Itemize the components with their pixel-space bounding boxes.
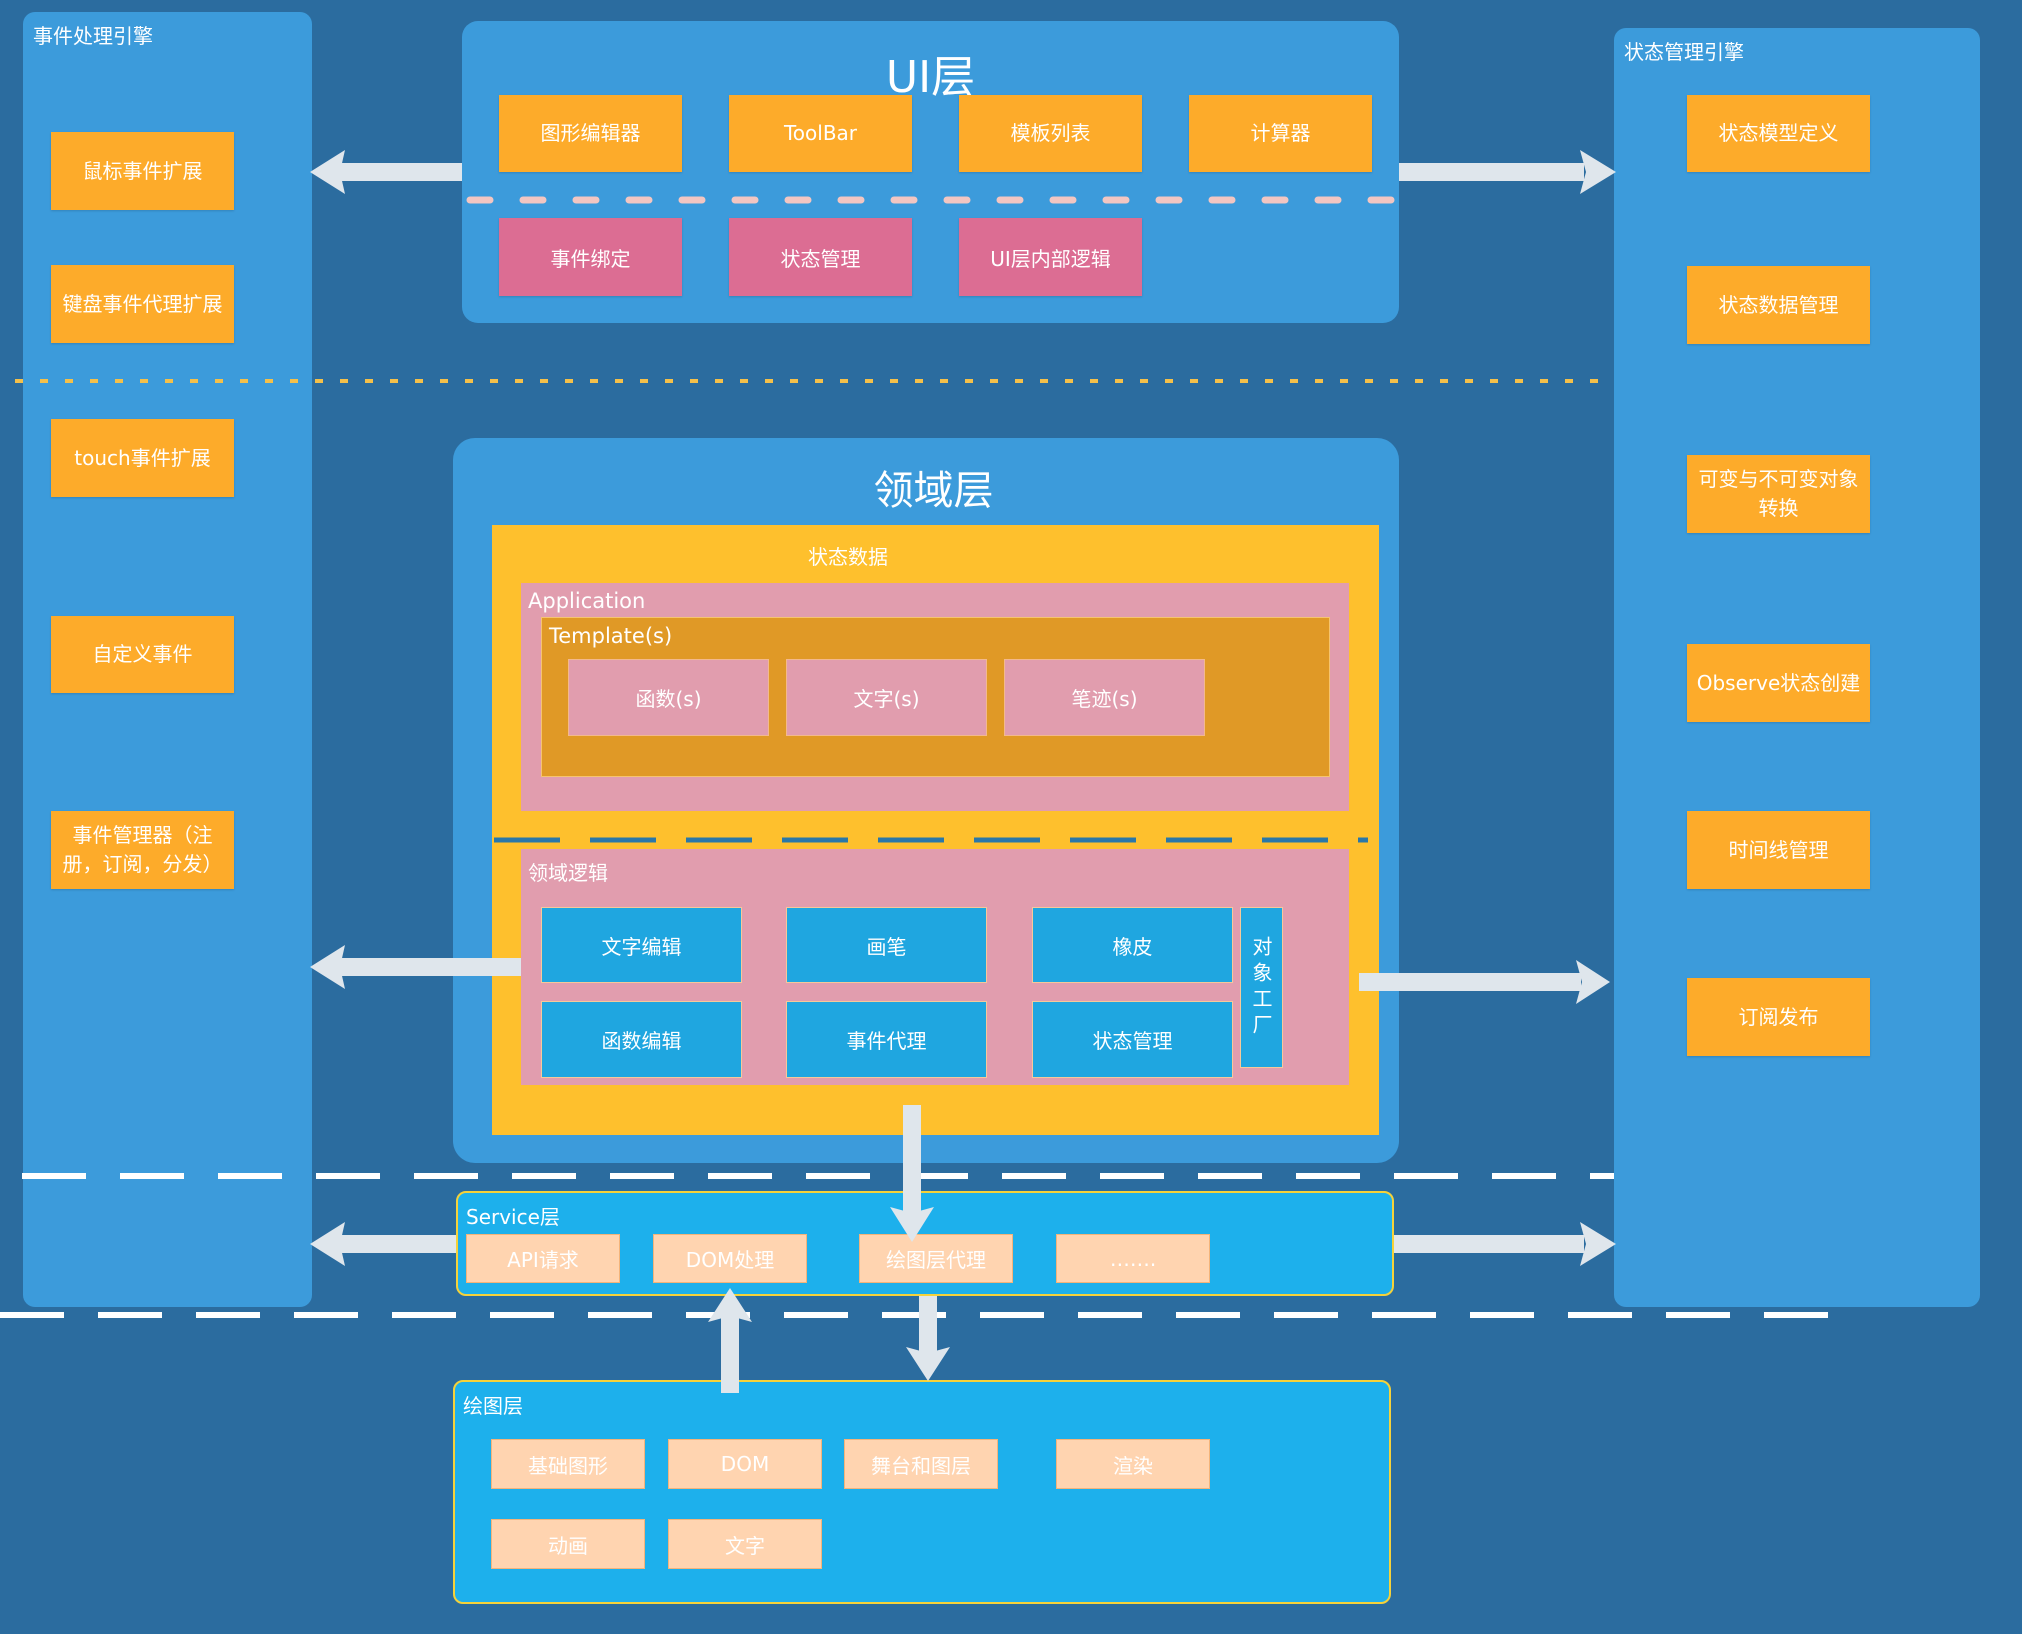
state-data-management: 状态数据管理 — [1687, 266, 1870, 344]
state-data-label: 状态数据 — [808, 545, 888, 569]
service-layer-title: Service层 — [466, 1205, 560, 1229]
mouse-event-extension: 鼠标事件扩展 — [51, 132, 234, 210]
service-api-request: API请求 — [466, 1234, 620, 1283]
publish-subscribe: 订阅发布 — [1687, 978, 1870, 1056]
service-more: ……. — [1056, 1234, 1210, 1283]
logic-brush: 画笔 — [786, 907, 987, 983]
drawing-render: 渲染 — [1056, 1439, 1210, 1489]
ui-to-event-head — [310, 150, 345, 194]
drawing-layer-title: 绘图层 — [463, 1394, 523, 1418]
service-to-event-head — [310, 1222, 345, 1266]
domain-logic-label: 领域逻辑 — [528, 861, 608, 885]
event-manager: 事件管理器（注册，订阅，分发） — [51, 811, 234, 889]
logic-event-proxy: 事件代理 — [786, 1001, 987, 1078]
templates-label: Template(s) — [549, 624, 673, 648]
service-to-drawing-shaft — [919, 1296, 937, 1356]
object-factory: 对象工厂 — [1240, 907, 1283, 1068]
keyboard-event-proxy-extension: 键盘事件代理扩展 — [51, 265, 234, 343]
ui-template-list: 模板列表 — [959, 95, 1142, 172]
mutable-immutable-conversion: 可变与不可变对象转换 — [1687, 455, 1870, 533]
ui-to-state-shaft — [1399, 163, 1584, 181]
drawing-text: 文字 — [668, 1519, 822, 1569]
ui-to-event-shaft — [340, 163, 462, 181]
event-engine-title: 事件处理引擎 — [33, 24, 153, 48]
template-texts: 文字(s) — [786, 659, 987, 736]
service-to-event-shaft — [340, 1235, 456, 1253]
template-functions: 函数(s) — [568, 659, 769, 736]
drawing-animation: 动画 — [491, 1519, 645, 1569]
touch-event-extension: touch事件扩展 — [51, 419, 234, 497]
timeline-management: 时间线管理 — [1687, 811, 1870, 889]
drawing-dom: DOM — [668, 1439, 822, 1489]
drawing-basic-shapes: 基础图形 — [491, 1439, 645, 1489]
ui-toolbar: ToolBar — [729, 95, 912, 172]
observe-state-creation: Observe状态创建 — [1687, 644, 1870, 722]
template-strokes: 笔迹(s) — [1004, 659, 1205, 736]
ui-event-binding: 事件绑定 — [499, 218, 682, 296]
logic-text-editing: 文字编辑 — [541, 907, 742, 983]
domain-layer-title: 领域层 — [873, 468, 994, 514]
ui-internal-logic: UI层内部逻辑 — [959, 218, 1142, 296]
state-model-definition: 状态模型定义 — [1687, 95, 1870, 172]
drawing-stage-and-layers: 舞台和图层 — [844, 1439, 998, 1489]
service-to-state-shaft — [1394, 1235, 1584, 1253]
domain-to-state-head — [1576, 960, 1610, 1004]
ui-state-management: 状态管理 — [729, 218, 912, 296]
application-label: Application — [528, 589, 646, 613]
logic-state-management: 状态管理 — [1032, 1001, 1233, 1078]
custom-event: 自定义事件 — [51, 616, 234, 693]
state-engine-title: 状态管理引擎 — [1624, 40, 1744, 64]
drawing-layer-panel: 绘图层 — [453, 1380, 1391, 1604]
domain-to-event-head — [310, 945, 345, 989]
ui-calculator: 计算器 — [1189, 95, 1372, 172]
service-to-drawing-head — [906, 1347, 950, 1381]
service-dom-processing: DOM处理 — [653, 1234, 807, 1283]
ui-layer-title: UI层 — [885, 52, 976, 103]
ui-to-state-head — [1580, 150, 1616, 194]
logic-eraser: 橡皮 — [1032, 907, 1233, 983]
logic-function-editing: 函数编辑 — [541, 1001, 742, 1078]
service-to-state-head — [1580, 1222, 1616, 1266]
service-drawing-proxy: 绘图层代理 — [859, 1234, 1013, 1283]
ui-graphic-editor: 图形编辑器 — [499, 95, 682, 172]
